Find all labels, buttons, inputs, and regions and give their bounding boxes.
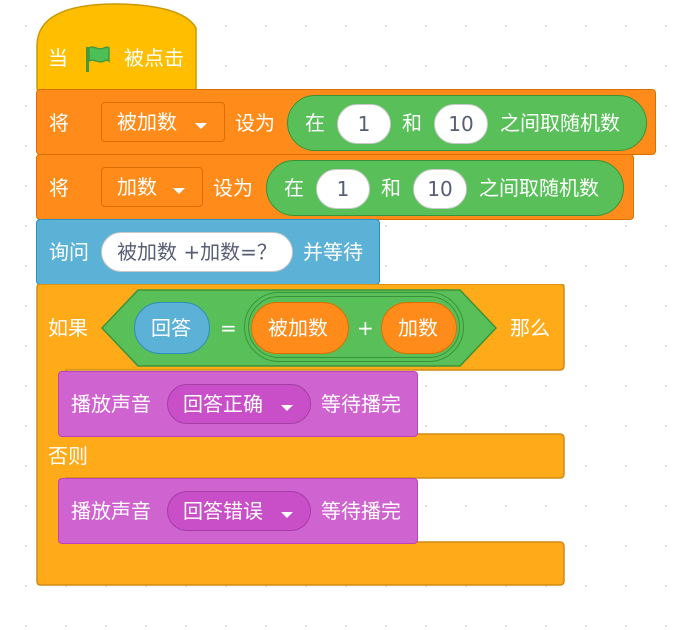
chevron-down-icon [280,505,294,524]
add-operator-inner-outline [248,296,460,358]
random-to-input-1[interactable]: 10 [434,104,488,144]
sound1-label-play: 播放声音 [71,392,151,416]
equals-sign: = [220,316,237,340]
set1-label-to: 设为 [235,111,275,135]
plus-sign: + [357,316,374,340]
random2-op-and: 和 [381,176,401,200]
chevron-down-icon [194,116,208,135]
sound1-label-until: 等待播完 [321,392,401,416]
answer-reporter[interactable]: 回答 [134,302,210,354]
addend-variable-label: 被加数 [268,316,328,340]
sound-dropdown-2-label: 回答错误 [183,499,263,523]
sound2-label-until: 等待播完 [321,499,401,523]
sound2-label-play: 播放声音 [71,499,151,523]
random-to-input-2[interactable]: 10 [413,169,467,209]
variable-dropdown-1-label: 被加数 [117,110,177,134]
sound-dropdown-1[interactable]: 回答正确 [167,384,311,424]
green-flag-icon [82,44,112,78]
hat-label-when: 当 [48,46,68,70]
random2-op-in: 在 [284,176,304,200]
sound-dropdown-2[interactable]: 回答错误 [167,491,311,531]
variable-dropdown-2-label: 加数 [117,175,157,199]
augend-variable-label: 加数 [398,316,438,340]
random2-op-random: 之间取随机数 [479,176,599,200]
random-from-input-1[interactable]: 1 [337,104,391,144]
set2-label-set: 将 [49,176,69,200]
sound-dropdown-1-label: 回答正确 [183,392,263,416]
pick-random-reporter-2[interactable]: 在 1 和 10 之间取随机数 [266,160,624,216]
set-variable-block-1[interactable]: 将 被加数 设为 在 1 和 10 之间取随机数 [36,89,656,155]
play-sound-until-done-block-2[interactable]: 播放声音 回答错误 等待播完 [58,478,418,544]
set2-label-to: 设为 [213,176,253,200]
ask-label-wait: 并等待 [303,240,363,264]
random1-op-random: 之间取随机数 [500,111,620,135]
add-operator[interactable]: 被加数 + 加数 [244,292,464,362]
random-from-input-2[interactable]: 1 [316,169,370,209]
variable-dropdown-2[interactable]: 加数 [101,167,203,207]
set1-label-set: 将 [49,111,69,135]
when-flag-clicked-block[interactable]: 当 被点击 [36,2,200,92]
answer-reporter-label: 回答 [151,316,191,340]
then-label: 那么 [510,316,550,340]
chevron-down-icon [172,181,186,200]
hat-label-clicked: 被点击 [124,46,184,70]
play-sound-until-done-block-1[interactable]: 播放声音 回答正确 等待播完 [58,371,418,437]
addend-variable-reporter[interactable]: 被加数 [251,302,349,354]
if-label: 如果 [48,316,88,340]
ask-question-input[interactable]: 被加数 +加数=？ [101,232,293,272]
chevron-down-icon [280,398,294,417]
set-variable-block-2[interactable]: 将 加数 设为 在 1 和 10 之间取随机数 [36,154,634,220]
random1-op-and: 和 [402,111,422,135]
pick-random-reporter-1[interactable]: 在 1 和 10 之间取随机数 [287,95,647,151]
augend-variable-reporter[interactable]: 加数 [381,302,457,354]
variable-dropdown-1[interactable]: 被加数 [101,102,225,142]
else-label: 否则 [48,444,88,468]
ask-label: 询问 [49,240,89,264]
ask-and-wait-block[interactable]: 询问 被加数 +加数=？ 并等待 [36,219,380,285]
random1-op-in: 在 [305,111,325,135]
